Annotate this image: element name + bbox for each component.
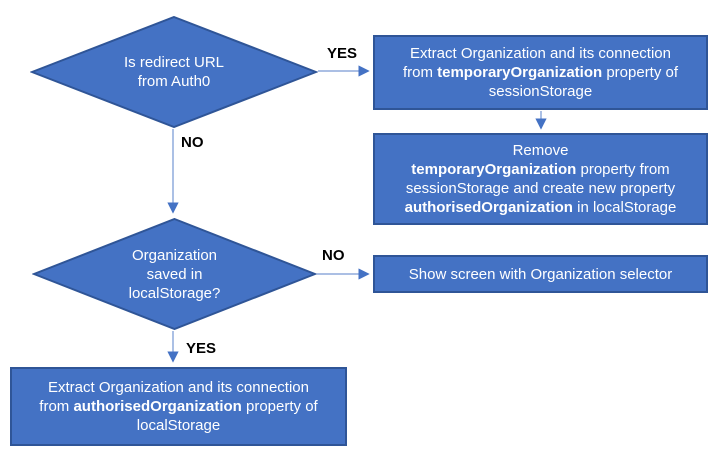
diamond-shape xyxy=(30,16,318,128)
process-show-organization-selector: Show screen with Organization selector xyxy=(373,255,708,293)
diamond-shape xyxy=(32,218,317,330)
edge-label-yes-top: YES xyxy=(327,45,358,62)
edge-label-no-middle: NO xyxy=(322,247,345,264)
process-show-organization-selector-text: Show screen with Organization selector xyxy=(408,265,673,283)
edge-label-no-left: NO xyxy=(181,134,204,151)
edge-label-yes-bottom: YES xyxy=(186,340,217,357)
